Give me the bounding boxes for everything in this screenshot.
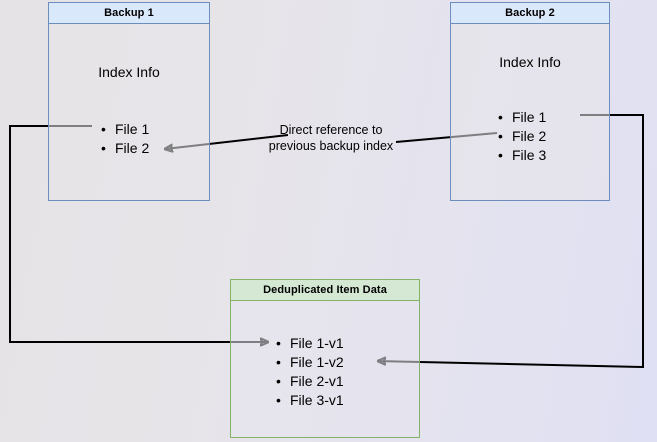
list-item: File 3: [498, 146, 546, 165]
node-backup-2-caption: Index Info: [499, 54, 561, 70]
edge-label-line-2: previous backup index: [268, 139, 394, 153]
node-backup-2[interactable]: Backup 2 Index Info File 1 File 2 File 3: [450, 2, 610, 201]
node-dedup-file-list: File 1-v1 File 1-v2 File 2-v1 File 3-v1: [276, 334, 344, 410]
node-dedup-header: Deduplicated Item Data: [231, 280, 419, 301]
node-backup-1[interactable]: Backup 1 Index Info File 1 File 2: [48, 2, 210, 201]
list-item: File 3-v1: [276, 391, 344, 410]
list-item: File 1: [101, 120, 149, 139]
node-deduplicated-item-data[interactable]: Deduplicated Item Data File 1-v1 File 1-…: [230, 279, 420, 438]
list-item: File 2: [498, 127, 546, 146]
node-backup-1-header: Backup 1: [49, 3, 209, 24]
list-item: File 1-v2: [276, 353, 344, 372]
list-item: File 1: [498, 108, 546, 127]
list-item: File 2: [101, 139, 149, 158]
edge-label-direct-reference: Direct reference to previous backup inde…: [246, 122, 416, 154]
node-backup-2-header: Backup 2: [451, 3, 609, 24]
list-item: File 2-v1: [276, 372, 344, 391]
node-backup-1-caption: Index Info: [98, 64, 160, 80]
edge-label-line-1: Direct reference to: [279, 123, 383, 137]
node-backup-1-file-list: File 1 File 2: [101, 120, 149, 158]
list-item: File 1-v1: [276, 334, 344, 353]
node-backup-2-file-list: File 1 File 2 File 3: [498, 108, 546, 165]
